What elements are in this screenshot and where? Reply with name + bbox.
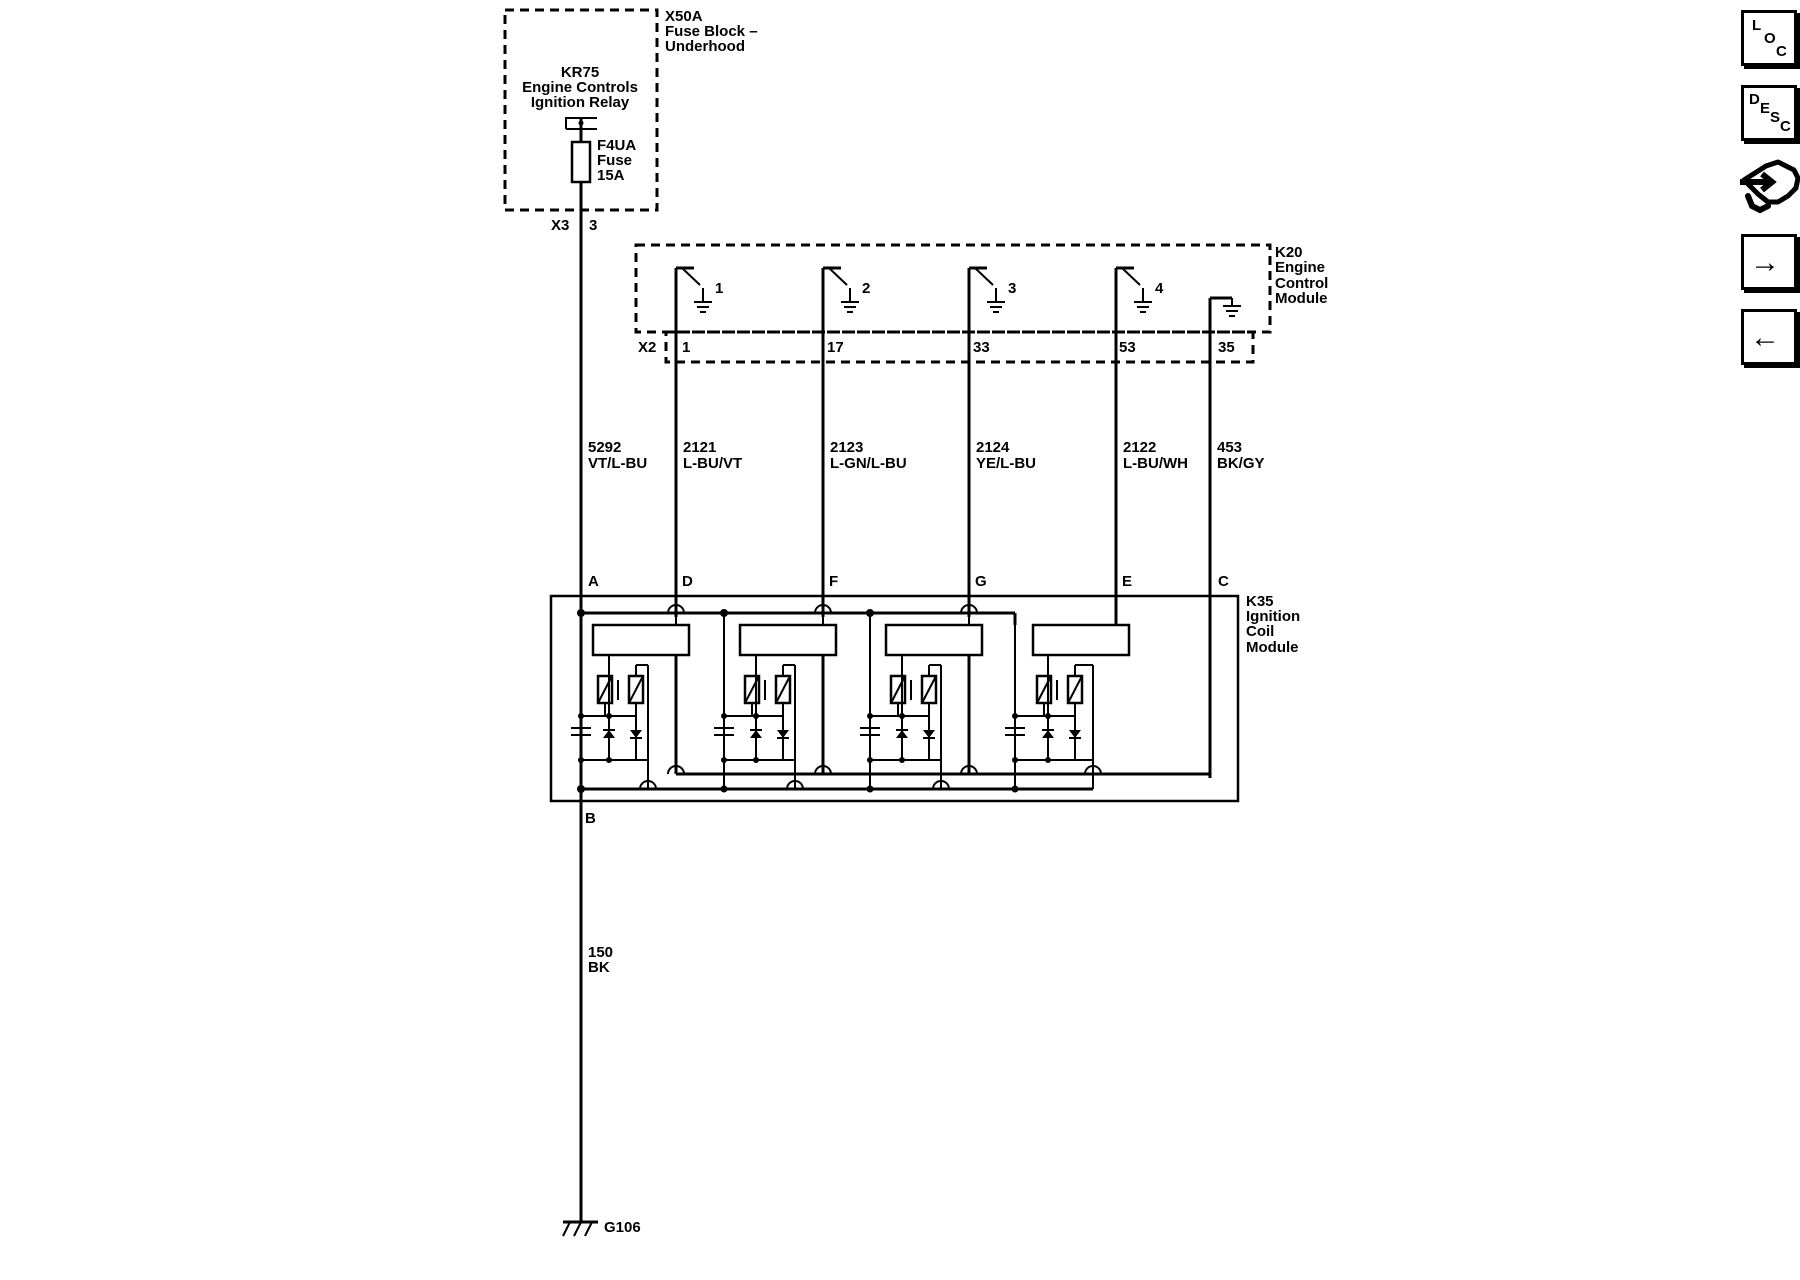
ground-wire-color: BK: [588, 959, 610, 976]
wire-circuit-2122: 2122: [1123, 439, 1156, 456]
wire-color-2124: YE/L-BU: [976, 455, 1036, 472]
ground-wire-circuit: 150: [588, 944, 613, 961]
desc-letter-s: S: [1770, 109, 1781, 126]
coil-pin-d: D: [682, 573, 693, 590]
desc-letter-d: D: [1749, 91, 1760, 108]
ecm-name: Engine: [1275, 259, 1325, 276]
wire-circuit-453: 453: [1217, 439, 1242, 456]
ecm-name-3: Module: [1275, 290, 1328, 307]
coil-pin-g: G: [975, 573, 987, 590]
ecm-pin-17: 17: [827, 339, 844, 356]
arrow-right-icon: →: [1750, 246, 1780, 279]
wire-color-5292: VT/L-BU: [588, 455, 647, 472]
coil-channel-1: [571, 604, 691, 790]
ecm-id: K20: [1275, 244, 1303, 261]
ground-id: G106: [604, 1219, 641, 1236]
desc-letter-e: E: [1760, 100, 1771, 117]
relay-id: KR75: [561, 64, 599, 81]
ecm-driver-label-3: 3: [1008, 280, 1016, 297]
coil-module-name-3: Module: [1246, 639, 1299, 656]
coil-module-id: K35: [1246, 593, 1274, 610]
ecm-driver-1: [676, 266, 712, 313]
fuse-f4ua-symbol: [570, 140, 592, 184]
coil-channel-4: [960, 623, 1131, 793]
wire-color-2123: L-GN/L-BU: [830, 455, 907, 472]
ecm-connector-boundary: [664, 330, 1255, 364]
fuse-rating: 15A: [597, 167, 625, 184]
fuse-block-location: Underhood: [665, 38, 745, 55]
ecm-driver-4: [1116, 266, 1152, 313]
chassis-ground-icon: [562, 1220, 598, 1237]
ecm-ground-reference: [1208, 296, 1241, 778]
connector-tool-icon: [1740, 159, 1800, 214]
ecm-connector: X2: [638, 339, 656, 356]
fuse-block-name: Fuse Block –: [665, 23, 758, 40]
wire-color-453: BK/GY: [1217, 455, 1265, 472]
ignition-coil-module-body: [549, 594, 1240, 803]
ecm-driver-label-2: 2: [862, 280, 870, 297]
ecm-pin-33: 33: [973, 339, 990, 356]
fuse-connector: X3: [551, 217, 569, 234]
wire-circuit-5292: 5292: [588, 439, 621, 456]
wire-circuit-2123: 2123: [830, 439, 863, 456]
wire-color-2121: L-BU/VT: [683, 455, 742, 472]
previous-page-button[interactable]: ←: [1741, 309, 1797, 365]
fuse-pin: 3: [589, 217, 597, 234]
relay-desc: Ignition Relay: [531, 94, 630, 111]
ecm-boundary: [634, 243, 1272, 334]
ecm-driver-label-1: 1: [715, 280, 723, 297]
ecm-name-2: Control: [1275, 275, 1328, 292]
coil-module-name-2: Coil: [1246, 623, 1274, 640]
ecm-driver-2: [823, 266, 859, 313]
loc-letter-l: L: [1752, 17, 1762, 34]
coil-module-internal-buses: [577, 609, 1210, 793]
wire-circuit-2121: 2121: [683, 439, 716, 456]
wire-circuit-2124: 2124: [976, 439, 1010, 456]
coil-channel-2: [667, 604, 838, 793]
coil-channel-3: [814, 604, 984, 793]
ecm-pin-53: 53: [1119, 339, 1136, 356]
coil-module-name: Ignition: [1246, 608, 1300, 625]
wire-color-2122: L-BU/WH: [1123, 455, 1188, 472]
description-button[interactable]: D E S C: [1741, 85, 1797, 141]
loc-letter-c: C: [1776, 43, 1787, 60]
coil-pin-f: F: [829, 573, 838, 590]
coil-pin-b: B: [585, 810, 596, 827]
ecm-pin-1: 1: [682, 339, 690, 356]
relay-name: Engine Controls: [522, 79, 638, 96]
ecm-driver-label-4: 4: [1155, 280, 1164, 297]
ecm-driver-3: [969, 266, 1005, 313]
desc-letter-c: C: [1780, 118, 1791, 135]
connector-end-view-button[interactable]: [1738, 152, 1800, 216]
ecm-pin-35: 35: [1218, 339, 1235, 356]
fuse-block-id: X50A: [665, 8, 703, 25]
coil-pin-c: C: [1218, 573, 1229, 590]
next-page-button[interactable]: →: [1741, 234, 1797, 290]
loc-letter-o: O: [1764, 30, 1776, 47]
coil-pin-a: A: [588, 573, 599, 590]
coil-pin-e: E: [1122, 573, 1132, 590]
arrow-left-icon: ←: [1750, 321, 1780, 354]
fuse-name: Fuse: [597, 152, 632, 169]
fuse-id: F4UA: [597, 137, 636, 154]
location-button[interactable]: L O C: [1741, 10, 1797, 66]
